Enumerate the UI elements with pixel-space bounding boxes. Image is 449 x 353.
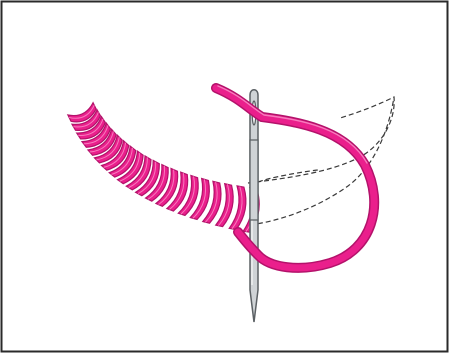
needle-front-shaft [250, 140, 258, 220]
